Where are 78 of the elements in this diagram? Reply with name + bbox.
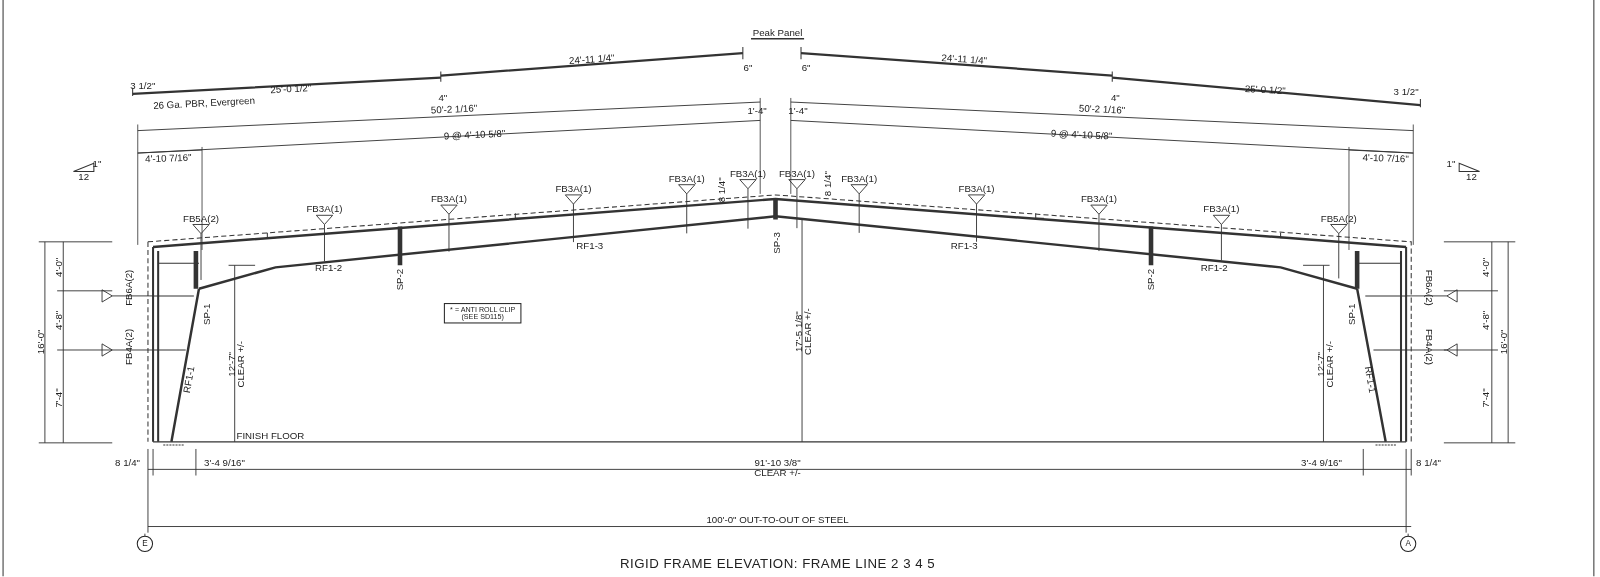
drawing-label: 7'-4": [1480, 388, 1491, 408]
drawing-label: RF1-3: [950, 241, 978, 251]
drawing-label: FB6A(2): [1424, 269, 1435, 306]
drawing-label: 8 1/4": [822, 171, 833, 197]
drawing-label: 1'-4": [747, 105, 767, 116]
drawing-label: SP-2: [395, 268, 405, 291]
drawing-label: FB5A(2): [182, 213, 220, 224]
drawing-label: FB3A(1): [555, 183, 592, 194]
drawing-label: 25'-0 1/2": [1244, 83, 1286, 96]
drawing-label: 4'-8": [1480, 310, 1491, 331]
drawing-label: 1": [92, 158, 102, 169]
drawing-label: 3 1/2": [1393, 87, 1419, 97]
drawing-label: CLEAR +/-: [754, 467, 801, 478]
drawing-label: 12'-7": [1315, 351, 1326, 377]
drawing-label: FB3A(1): [668, 173, 705, 184]
drawing-label: 6": [743, 62, 753, 73]
drawing-label: FB3A(1): [1080, 194, 1117, 204]
drawing-label: 3'-4 9/16": [204, 457, 245, 468]
drawing-label: FB4A(2): [123, 328, 134, 365]
drawing-label: SP-2: [1146, 268, 1156, 291]
drawing-label: FB3A(1): [778, 168, 815, 179]
drawing-label: 4": [438, 93, 448, 103]
drawing-label: FB5A(2): [1320, 213, 1357, 224]
drawing-label: RF1-1: [1363, 365, 1378, 394]
drawing-title: RIGID FRAME ELEVATION: FRAME LINE 2 3 4 5: [619, 556, 936, 570]
drawing-label: 4'-0": [54, 257, 65, 277]
drawing-label: FB4A(2): [1424, 328, 1435, 365]
drawing-label: 50'-2 1/16": [430, 103, 478, 116]
drawing-label: 17'-5 1/8": [794, 311, 804, 353]
drawing-label: FB3A(1): [306, 204, 343, 215]
drawing-label: CLEAR +/-: [235, 341, 246, 388]
drawing-label: 4'-10 7/16": [145, 152, 192, 164]
drawing-label: 8 1/4": [115, 457, 141, 468]
drawing-label: 12: [78, 171, 90, 182]
drawing-label: FB3A(1): [729, 168, 766, 179]
drawing-label: 9 @ 4'-10 5/8": [1050, 128, 1113, 141]
drawing-label: FINISH FLOOR: [236, 430, 305, 441]
drawing-label: 16'-0": [35, 329, 46, 355]
drawing-label: RF1-3: [576, 241, 604, 251]
grid-bubble: E: [136, 535, 154, 553]
drawing-label: 12'-7": [226, 351, 237, 377]
drawing-label: 3 1/2": [130, 80, 156, 91]
drawing-label: 3'-4 9/16": [1301, 457, 1342, 468]
drawing-label: RF1-2: [1200, 262, 1228, 273]
drawing-label: SP-1: [1347, 303, 1357, 326]
drawing-label: FB3A(1): [430, 194, 467, 204]
drawing-label: 100'-0" OUT-TO-OUT OF STEEL: [706, 514, 849, 525]
drawing-label: 4'-10 7/16": [1362, 152, 1409, 164]
drawing-label: 91'-10 3/8": [754, 457, 801, 468]
drawing-label: 4'-0": [1480, 257, 1491, 277]
drawing-label: RF1-2: [315, 262, 343, 273]
drawing-label: CLEAR +/-: [1324, 341, 1335, 388]
drawing-label: 6": [801, 62, 811, 73]
drawing-label: CLEAR +/-: [803, 308, 813, 355]
drawing-label: 12: [1466, 171, 1477, 182]
grid-bubble: A: [1400, 535, 1417, 553]
drawing-label: 4": [1110, 93, 1120, 103]
drawing-label: 16'-0": [1499, 329, 1509, 355]
drawing-label: 8 1/4": [716, 177, 727, 203]
drawing-label: 24'-11 1/4": [568, 52, 615, 66]
drawing-label: 50'-2 1/16": [1078, 103, 1126, 116]
drawing-label: FB6A(2): [123, 269, 134, 306]
drawing-label: FB3A(1): [1203, 204, 1240, 215]
drawing-label: 26 Ga. PBR, Evergreen: [152, 95, 256, 111]
drawing-label: 1": [1446, 158, 1456, 169]
drawing-label: FB3A(1): [958, 183, 995, 194]
drawing-label: 25'-0 1/2": [270, 82, 312, 95]
drawing-label: SP-3: [771, 232, 782, 254]
drawing-label: 8 1/4": [1416, 457, 1442, 468]
drawing-label: RF1-1: [181, 365, 196, 394]
drawing-label: 24'-11 1/4": [941, 52, 988, 66]
drawing-label: Peak Panel: [752, 27, 803, 38]
drawing-label: SP-1: [202, 303, 212, 326]
drawing-label: FB3A(1): [841, 173, 878, 184]
drawing-label: 1'-4": [788, 105, 808, 116]
drawing-label: 4'-8": [54, 310, 65, 331]
drawing-label: 9 @ 4'-10 5/8": [443, 128, 506, 141]
drawing-label: 7'-4": [54, 388, 65, 408]
